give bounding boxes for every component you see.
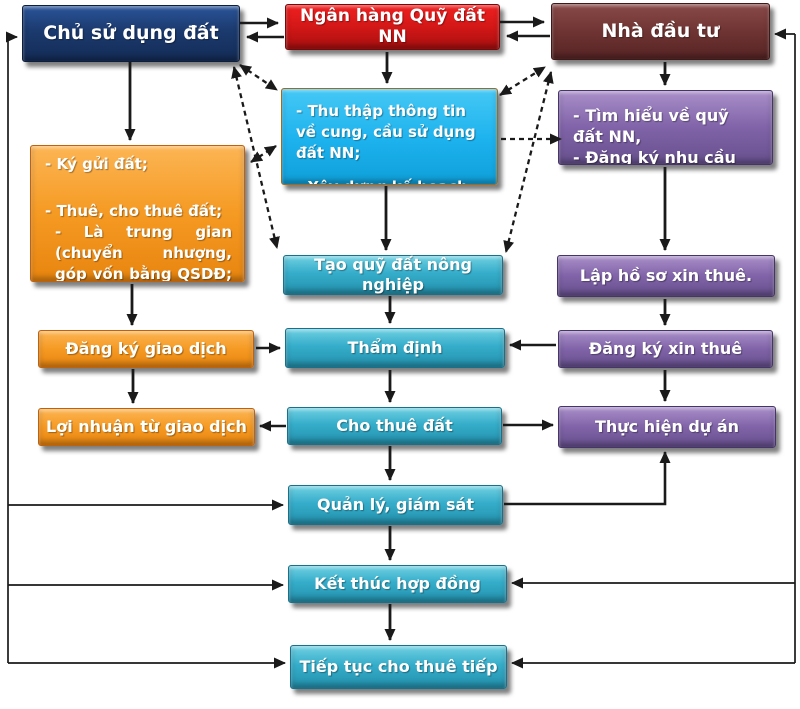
node-label: Quản lý, giám sát [316, 495, 474, 514]
node-label: Nhà đầu tư [601, 19, 720, 42]
node-label: Thẩm định [347, 338, 443, 357]
node-label: Đăng ký giao dịch [65, 339, 227, 358]
node-label: Tiếp tục cho thuê tiếp [299, 657, 498, 676]
node-label: Ngân hàng Quỹ đất NN [300, 5, 485, 47]
node-investor: Nhà đầu tư [551, 3, 770, 60]
node-line: - Tìm hiểu về quỹ đất NN, [573, 106, 729, 146]
node-line: - Thuê, cho thuê đất; [45, 202, 223, 220]
node-label: Cho thuê đất [336, 416, 453, 435]
node-label: Lập hồ sơ xin thuê. [579, 266, 753, 285]
node-appraisal: Thẩm định [285, 328, 505, 368]
node-line: - Đăng ký nhu cầu thuê [573, 148, 736, 165]
node-register-lease: Đăng ký xin thuê [558, 330, 773, 368]
node-label: Thực hiện dự án [594, 417, 740, 436]
node-label: Lợi nhuận từ giao dịch [46, 417, 247, 436]
node-investor-tasks: - Tìm hiểu về quỹ đất NN, - Đăng ký nhu … [558, 90, 773, 165]
node-lease-land: Cho thuê đất [287, 407, 502, 445]
node-land-user: Chủ sử dụng đất [22, 5, 240, 62]
node-bank-tasks: - Thu thập thông tin về cung, cầu sử dụn… [281, 88, 498, 185]
node-line: - Là trung gian (chuyển nhượng, góp vốn … [55, 223, 232, 282]
node-register-deal: Đăng ký giao dịch [38, 330, 254, 368]
node-line: - Ký gửi đất; [45, 155, 148, 173]
node-owner-functions: - Ký gửi đất; - Thuê, cho thuê đất; - Là… [30, 145, 245, 282]
node-label: Kết thúc hợp đồng [314, 574, 481, 593]
node-manage-supervise: Quản lý, giám sát [288, 485, 503, 525]
node-prepare-dossier: Lập hồ sơ xin thuê. [557, 255, 775, 297]
node-land-bank: Ngân hàng Quỹ đất NN [285, 4, 500, 50]
node-create-fund: Tạo quỹ đất nông nghiệp [283, 255, 503, 295]
node-label: Tạo quỹ đất nông nghiệp [314, 255, 472, 294]
node-end-contract: Kết thúc hợp đồng [288, 565, 507, 603]
node-label: Đăng ký xin thuê [588, 339, 743, 358]
node-implement-project: Thực hiện dự án [558, 406, 776, 448]
node-continue-lease: Tiếp tục cho thuê tiếp [290, 645, 507, 689]
node-profit: Lợi nhuận từ giao dịch [38, 408, 255, 446]
node-label: Chủ sử dụng đất [43, 21, 219, 44]
node-line: - Thu thập thông tin về cung, cầu sử dụn… [296, 102, 476, 162]
node-line: - Xây dựng kế hoạch quản [296, 177, 485, 184]
